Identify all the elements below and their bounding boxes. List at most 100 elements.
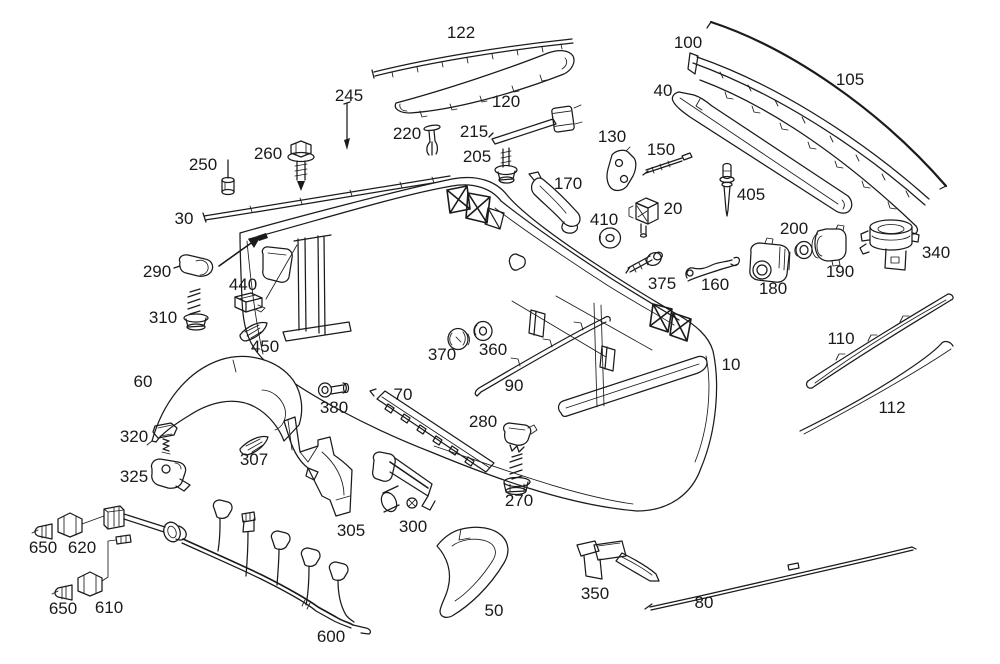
part-label-160: 160 xyxy=(701,275,729,294)
part-label-440: 440 xyxy=(229,275,257,294)
part-label-110: 110 xyxy=(827,329,854,348)
part-112-trim xyxy=(799,340,954,435)
part-label-280: 280 xyxy=(469,412,497,431)
part-220-rivet xyxy=(423,124,441,156)
part-label-112: 112 xyxy=(878,398,905,417)
part-250-pin xyxy=(221,159,235,196)
part-340-carrier xyxy=(859,219,920,271)
part-label-650: 650 xyxy=(29,538,57,557)
part-label-600: 600 xyxy=(317,627,345,646)
part-245-pin xyxy=(343,101,351,150)
part-label-410: 410 xyxy=(590,210,618,229)
part-label-360: 360 xyxy=(479,340,507,359)
part-label-200: 200 xyxy=(780,219,808,238)
part-130-plate xyxy=(606,146,637,192)
part-label-350: 350 xyxy=(581,584,609,603)
part-label-40: 40 xyxy=(654,81,673,100)
arrow-290 xyxy=(218,236,261,267)
part-label-170: 170 xyxy=(554,174,582,193)
part-380-rivet xyxy=(317,382,350,398)
part-60-liner xyxy=(146,355,303,446)
part-375-screw xyxy=(625,251,663,274)
part-100-strip xyxy=(687,52,930,235)
part-label-270: 270 xyxy=(505,491,533,510)
part-label-120: 120 xyxy=(492,92,520,111)
part-label-105: 105 xyxy=(836,70,864,89)
part-200-ring xyxy=(794,240,813,260)
part-360-ring xyxy=(473,320,493,342)
part-80-rod xyxy=(644,546,917,611)
part-label-250: 250 xyxy=(189,155,217,174)
part-label-325: 325 xyxy=(120,467,148,486)
part-label-50: 50 xyxy=(485,601,504,620)
part-label-320: 320 xyxy=(120,427,148,446)
part-label-450: 450 xyxy=(251,337,279,356)
part-label-300: 300 xyxy=(399,517,427,536)
part-label-90: 90 xyxy=(505,376,524,395)
part-label-60: 60 xyxy=(134,372,153,391)
part-label-80: 80 xyxy=(695,593,714,612)
part-320-clip xyxy=(152,422,178,455)
part-label-70: 70 xyxy=(394,385,413,404)
part-label-245: 245 xyxy=(335,86,363,105)
part-105-rod xyxy=(706,20,948,190)
part-90-strip xyxy=(474,315,611,397)
part-label-190: 190 xyxy=(826,262,854,281)
part-label-375: 375 xyxy=(648,274,676,293)
part-label-220: 220 xyxy=(393,124,421,143)
part-122-strip xyxy=(371,38,574,79)
part-label-290: 290 xyxy=(143,262,171,281)
part-label-405: 405 xyxy=(737,185,765,204)
part-150-screw xyxy=(642,152,693,176)
part-610-plug xyxy=(77,571,103,597)
part-440-box xyxy=(234,292,266,313)
part-650-cone-upper xyxy=(31,523,53,540)
part-label-215: 215 xyxy=(460,122,488,141)
part-450-wedge xyxy=(239,321,268,342)
part-307-wedge xyxy=(239,435,269,456)
part-600-harness xyxy=(101,499,372,635)
part-110-strip xyxy=(806,293,954,389)
part-label-205: 205 xyxy=(463,147,491,166)
part-270-screw xyxy=(503,453,531,496)
part-405-stud xyxy=(719,162,735,217)
part-30-strip xyxy=(202,175,453,223)
part-300-bracket xyxy=(372,451,436,513)
part-160-strap xyxy=(685,256,740,282)
part-label-370: 370 xyxy=(428,345,456,364)
part-170-arm xyxy=(528,171,581,234)
part-70-rail xyxy=(369,388,495,473)
part-label-650: 650 xyxy=(49,599,77,618)
part-label-310: 310 xyxy=(149,308,177,327)
part-325-bracket xyxy=(150,458,191,492)
part-290-clip xyxy=(173,254,214,277)
part-label-20: 20 xyxy=(664,199,683,218)
part-label-260: 260 xyxy=(254,144,282,163)
part-350-latch xyxy=(576,540,660,582)
part-50-bracket xyxy=(436,526,509,618)
part-215-bracket xyxy=(488,104,583,145)
part-305-bracket xyxy=(283,416,353,517)
part-label-150: 150 xyxy=(647,140,675,159)
part-label-100: 100 xyxy=(674,33,702,52)
part-label-305: 305 xyxy=(337,521,365,540)
part-20-block xyxy=(628,197,659,238)
part-410-grommet xyxy=(598,227,622,249)
part-180-sensor xyxy=(749,237,791,283)
part-label-30: 30 xyxy=(175,209,194,228)
part-label-307: 307 xyxy=(240,450,268,469)
part-label-620: 620 xyxy=(68,538,96,557)
part-label-180: 180 xyxy=(759,279,787,298)
part-label-130: 130 xyxy=(598,127,626,146)
part-label-340: 340 xyxy=(922,243,950,262)
part-205-screw xyxy=(494,147,518,184)
part-label-610: 610 xyxy=(95,598,123,617)
part-190-holder xyxy=(811,224,847,267)
part-label-380: 380 xyxy=(320,398,348,417)
part-10-bumper-cover xyxy=(239,176,718,512)
part-120-moulding xyxy=(394,49,575,118)
part-280-clamp xyxy=(503,422,538,453)
